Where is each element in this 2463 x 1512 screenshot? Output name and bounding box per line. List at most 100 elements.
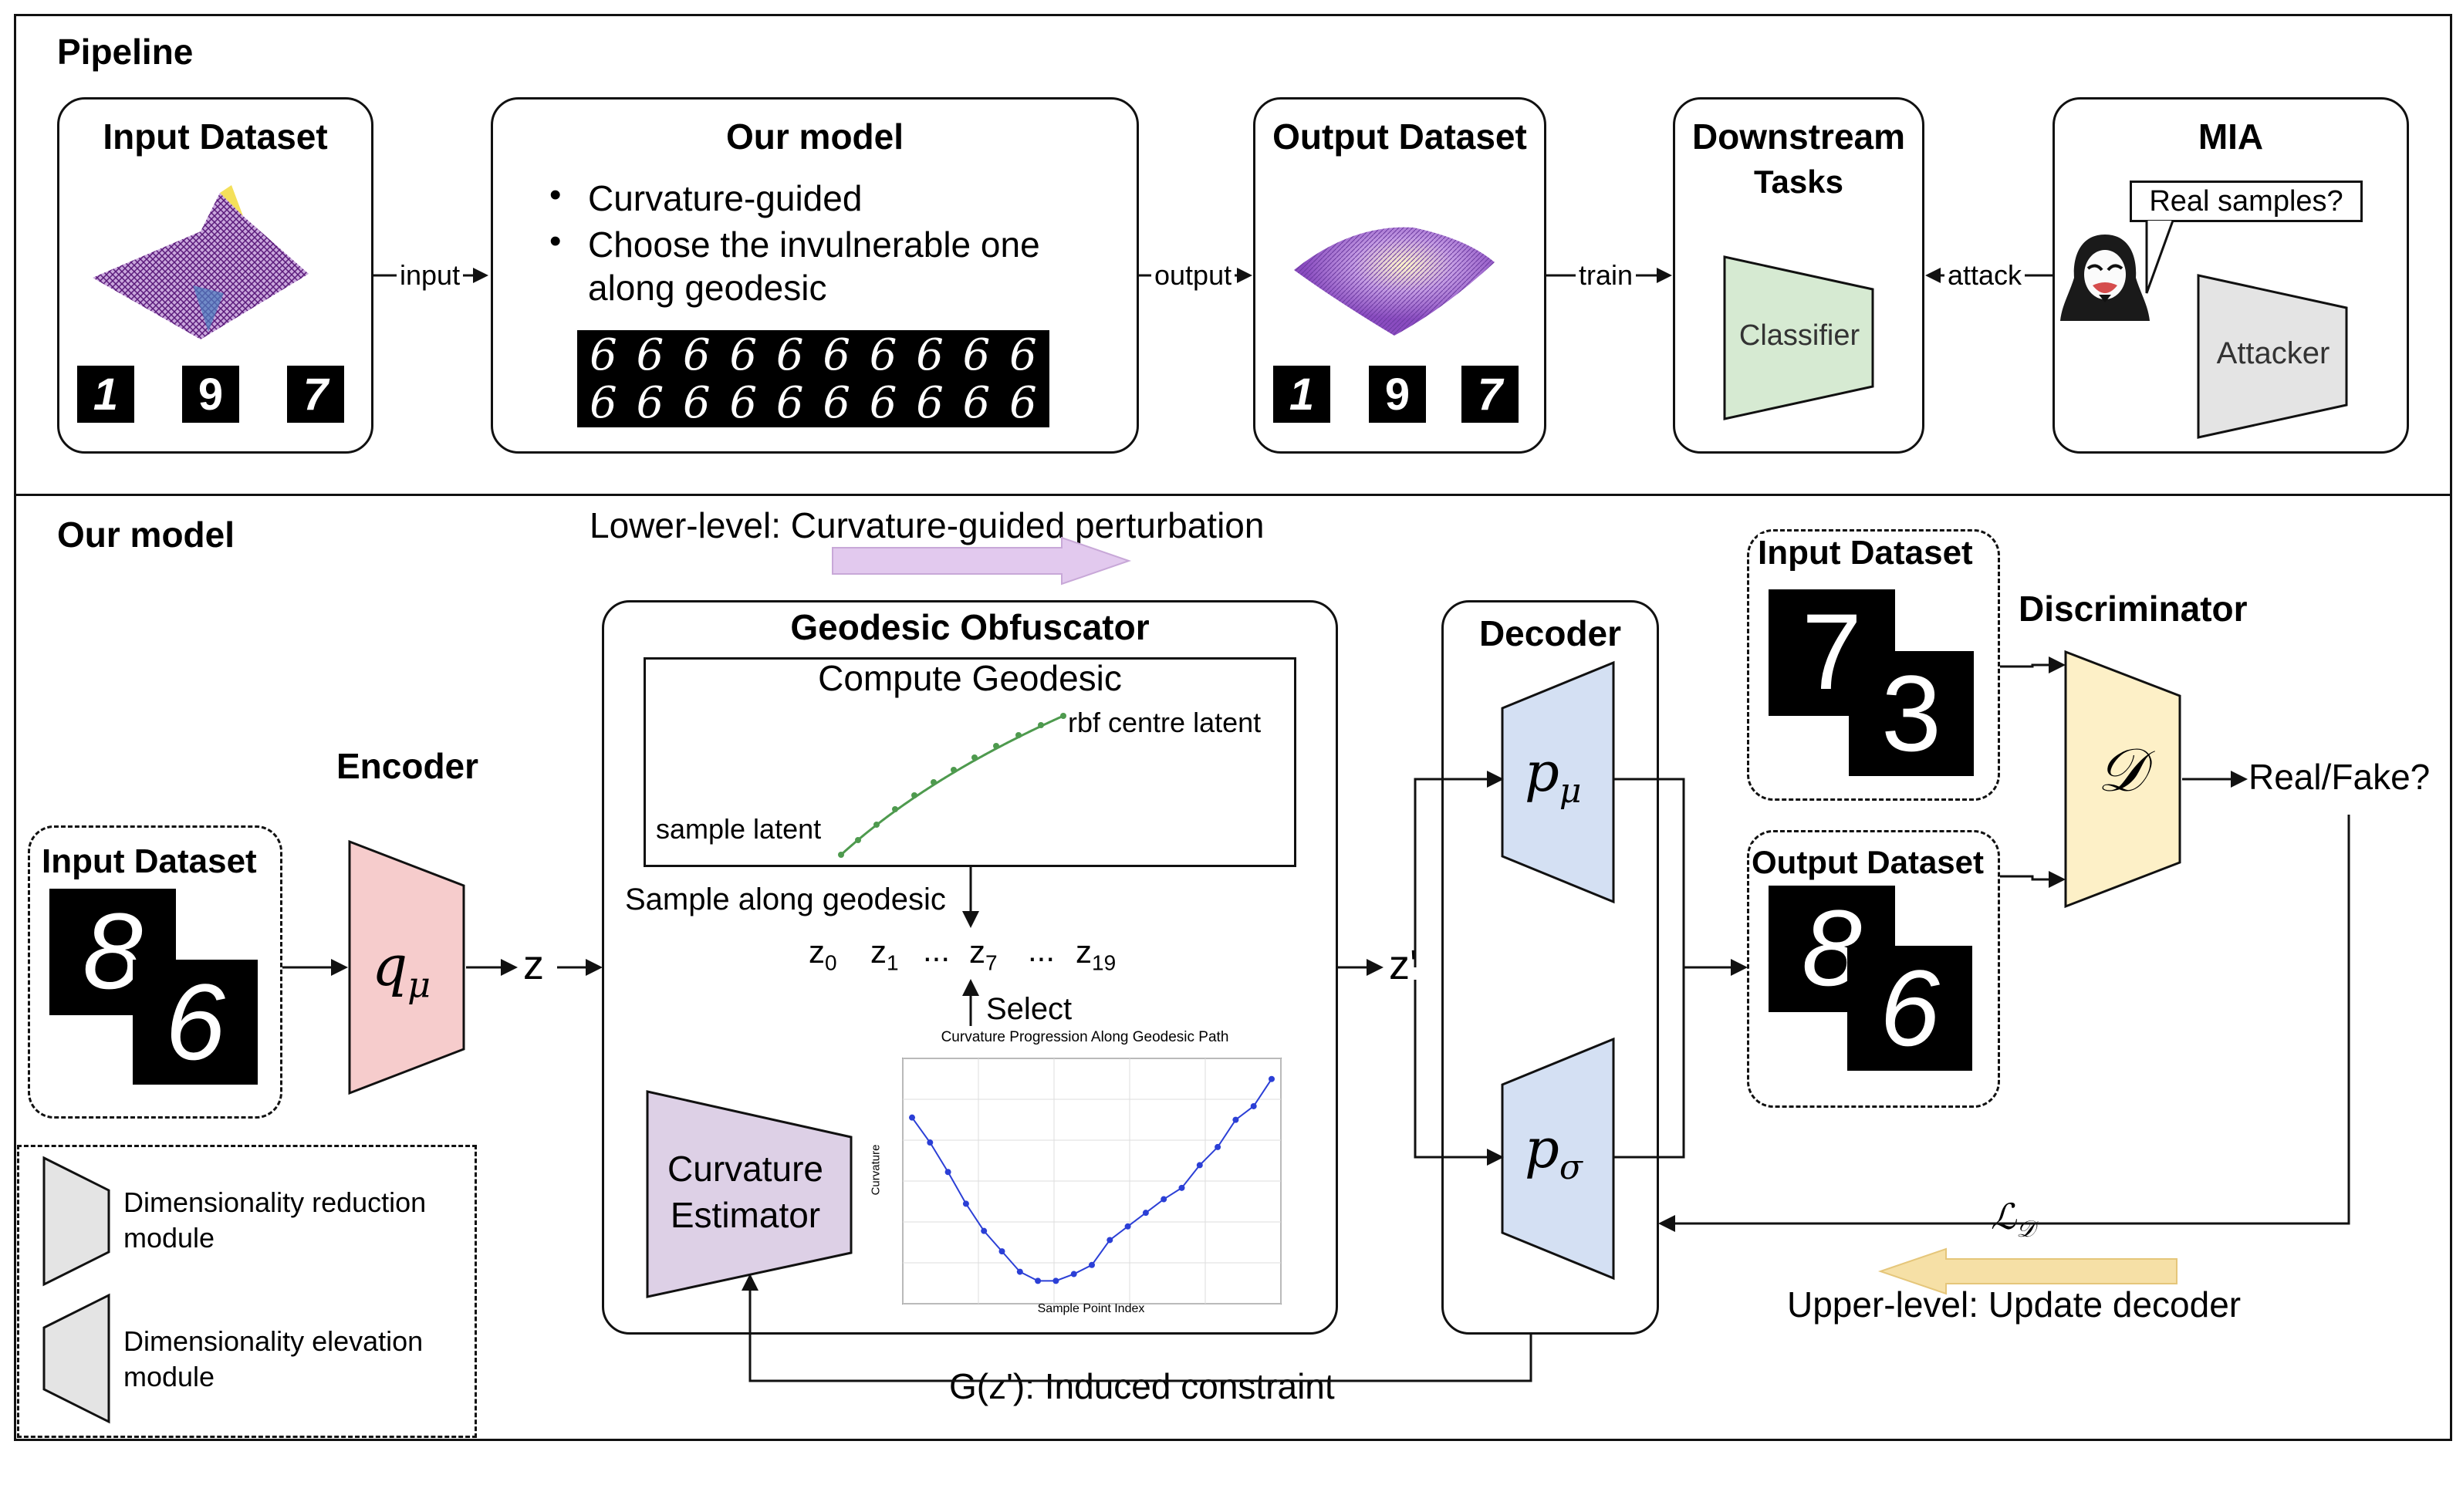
pipeline-bullet-2: Choose the invulnerable one	[588, 224, 1040, 265]
model-input-dataset-title: Input Dataset	[42, 842, 257, 881]
bullet-dot-1: •	[549, 176, 562, 214]
discriminator-symbol: 𝒟	[2096, 736, 2146, 805]
sample-latent-label: sample latent	[656, 813, 822, 845]
geodesic-obfuscator-title: Geodesic Obfuscator	[790, 607, 1150, 647]
legend-reduction-line1: Dimensionality reduction	[123, 1186, 427, 1218]
chart-point	[1269, 1075, 1275, 1082]
digit-strip-image	[577, 330, 1049, 427]
strip-digit-2-6: 6	[823, 378, 850, 428]
decoder-mu-sub: μ	[1559, 771, 1582, 811]
chart-point	[1016, 1268, 1023, 1275]
loss-label: ℒ𝒟	[1988, 1196, 2039, 1244]
discriminator-trapezoid	[2064, 650, 2181, 909]
chart-point	[1106, 1237, 1113, 1244]
strip-digit-2-8: 6	[916, 378, 944, 428]
z-seq-dots-1: ...	[923, 932, 951, 968]
chart-point	[998, 1248, 1005, 1255]
constraint-label: G(z'): Induced constraint	[946, 1365, 1338, 1407]
legend-elevation-line1: Dimensionality elevation	[123, 1325, 424, 1357]
attacker-trapezoid	[2197, 274, 2348, 439]
strip-digit-2-5: 6	[775, 378, 804, 428]
strip-digit-1-3: 6	[683, 330, 711, 380]
z-label: z	[523, 942, 544, 988]
pipeline-title: Pipeline	[57, 32, 194, 72]
strip-digit-2-3: 6	[683, 378, 711, 428]
chart-point	[1052, 1277, 1059, 1284]
attacker-label: Attacker	[2216, 336, 2330, 370]
pipeline-bullet-2-cont: along geodesic	[588, 268, 827, 308]
pipeline-our-model-title: Our model	[725, 116, 904, 157]
disc-input-digit-3-img	[1849, 651, 1974, 776]
strip-digit-2-9: 6	[962, 378, 991, 428]
disc-output-digit-6: 6	[1880, 947, 1940, 1068]
disc-output-digit-6-img	[1847, 946, 1972, 1071]
geodesic-curve	[838, 713, 1066, 858]
compute-geodesic-title: Compute Geodesic	[818, 658, 1122, 698]
loss-symbol: ℒ	[1991, 1196, 2017, 1237]
pipeline-bullet-1: Curvature-guided	[588, 178, 863, 218]
speech-bubble-tail	[2145, 220, 2174, 294]
legend-reduction-line2: module	[123, 1222, 215, 1254]
strip-digit-1-1: 6	[590, 330, 617, 380]
real-fake-label: Real/Fake?	[2248, 757, 2431, 797]
pipeline-input-digit-1-label: 1	[93, 370, 119, 420]
sample-along-label: Sample along geodesic	[625, 883, 946, 916]
chart-point	[1161, 1196, 1167, 1203]
mia-bubble-text: Real samples?	[2149, 185, 2343, 218]
discriminator-title: Discriminator	[2019, 589, 2248, 629]
output-manifold-surface	[1294, 227, 1495, 336]
decoder-p-mu-p: p	[1525, 741, 1559, 804]
strip-digit-2-7: 6	[869, 378, 897, 428]
z-seq-0: z0	[809, 933, 837, 975]
decoder-sigma-sub: σ	[1559, 1148, 1583, 1187]
compute-geodesic-box	[644, 657, 1296, 867]
speech-bubble	[2130, 181, 2363, 222]
curvature-chart	[902, 1058, 1282, 1304]
classifier-trapezoid	[1723, 255, 1874, 420]
classifier-label: Classifier	[1738, 319, 1860, 352]
chart-point	[944, 1169, 951, 1176]
encoder-trapezoid	[348, 839, 465, 1095]
pipeline-output-digit-1	[1273, 366, 1330, 423]
chart-point	[962, 1200, 969, 1207]
pipeline-input-dataset-title: Input Dataset	[103, 116, 328, 157]
strip-digit-1-8: 6	[916, 330, 944, 380]
lower-level-label: Lower-level: Curvature-guided perturbati…	[590, 505, 1265, 545]
curvature-estimator-trapezoid	[646, 1090, 853, 1298]
decoder-sigma-trapezoid	[1501, 1037, 1615, 1281]
legend-elevation-icon	[42, 1293, 110, 1424]
strip-digit-1-9: 6	[962, 330, 991, 380]
z-seq-7: z7	[969, 933, 998, 975]
upper-level-arrow	[1877, 1247, 2178, 1295]
arrow-label-train: train	[1576, 259, 1637, 292]
mia-title: MIA	[2198, 116, 2264, 157]
pipeline-output-digit-7	[1461, 366, 1519, 423]
input-manifold-surface	[93, 185, 309, 339]
legend-reduction-icon	[42, 1156, 110, 1287]
bullet-dot-2: •	[549, 222, 562, 260]
arrow-label-output: output	[1151, 259, 1235, 292]
model-input-digit-8: 8	[83, 890, 143, 1011]
decoder-p-sigma: pσ	[1525, 1117, 1583, 1187]
downstream-title-line2: Tasks	[1754, 164, 1843, 200]
pipeline-input-digit-9-label: 9	[198, 370, 224, 420]
hacker-icon	[2060, 235, 2150, 321]
chart-point	[1089, 1261, 1095, 1268]
pipeline-output-digit-7-label: 7	[1477, 370, 1503, 420]
encoder-sub: μ	[407, 964, 431, 1006]
chart-point	[909, 1114, 915, 1121]
upper-level-label: Upper-level: Update decoder	[1787, 1284, 2242, 1325]
strip-digit-2-10: 6	[1009, 378, 1037, 428]
pipeline-output-dataset-title: Output Dataset	[1272, 116, 1527, 157]
downstream-title-line1: Downstream	[1691, 116, 1906, 157]
encoder-symbol: qμ	[372, 933, 431, 1005]
disc-input-dataset-title: Input Dataset	[1758, 534, 1973, 572]
encoder-q: q	[372, 933, 408, 998]
chart-point	[1250, 1102, 1257, 1109]
strip-digit-2-1: 6	[590, 378, 617, 428]
select-label: Select	[986, 992, 1073, 1026]
pipeline-input-digit-7	[287, 366, 344, 423]
chart-point	[1232, 1116, 1239, 1123]
curvature-estimator-line1: Curvature	[667, 1149, 823, 1189]
